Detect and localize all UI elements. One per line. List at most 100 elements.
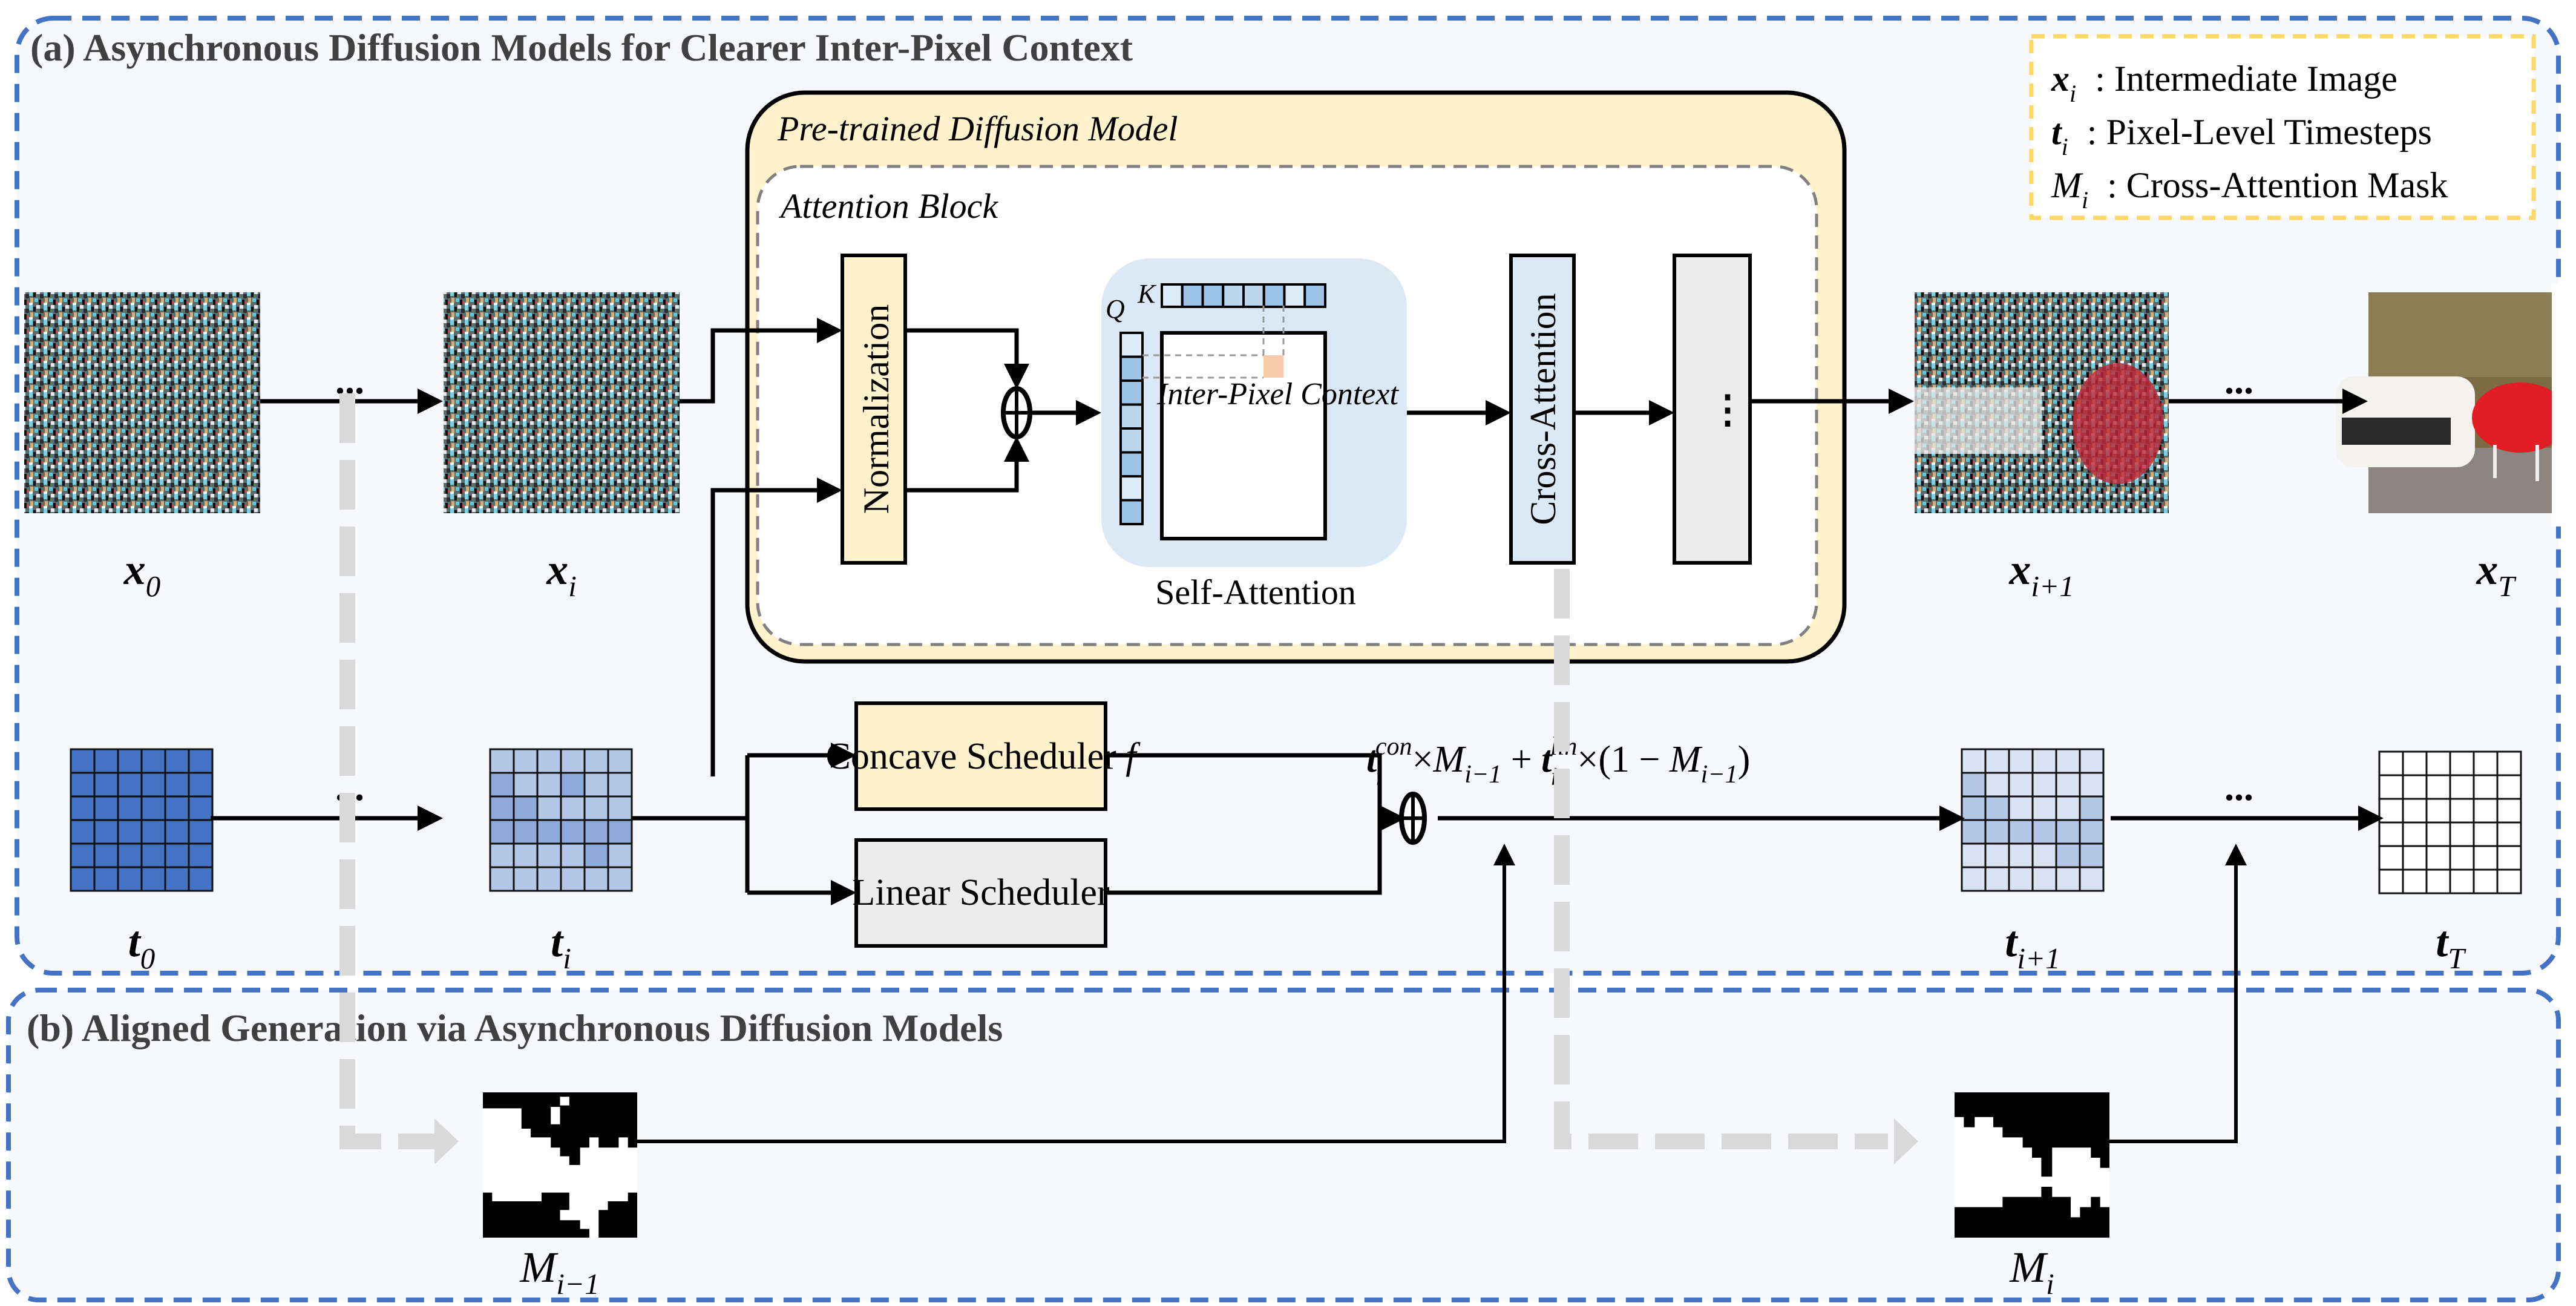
timestep-grid-ti — [489, 748, 633, 892]
timestep-cell — [2425, 750, 2451, 776]
image-label-xi: xi — [546, 545, 577, 603]
timestep-cell — [117, 748, 143, 774]
timestep-cell — [2378, 868, 2404, 894]
timestep-cell — [1961, 819, 1987, 845]
timestep-cell — [2378, 798, 2404, 824]
timestep-cell — [536, 842, 562, 868]
self-attention-label: Self-Attention — [1155, 573, 1356, 612]
timestep-cell — [188, 795, 214, 821]
timestep-cell — [2402, 868, 2428, 894]
inter-pixel-highlight — [1263, 355, 1283, 378]
timestep-cell — [2449, 868, 2475, 894]
timestep-cell — [2079, 748, 2105, 774]
query-cell — [1119, 451, 1144, 477]
timestep-cell — [2079, 866, 2105, 892]
ellipsis-x2: ... — [2224, 359, 2253, 402]
timestep-cell — [2031, 748, 2057, 774]
timestep-cell — [93, 748, 119, 774]
query-cell — [1119, 475, 1144, 502]
timestep-cell — [117, 819, 143, 845]
mask-label-Mim1: Mi−1 — [519, 1243, 599, 1301]
k-label: K — [1137, 279, 1157, 309]
mask-current — [1955, 1092, 2109, 1238]
more-layers-icon: ⋮ — [1708, 388, 1747, 431]
query-cell — [1119, 403, 1144, 430]
timestep-cell — [2449, 774, 2475, 800]
timestep-cell — [2473, 868, 2499, 894]
image-xi — [444, 292, 680, 513]
timestep-cell — [2079, 842, 2105, 868]
timestep-cell — [140, 795, 166, 821]
timestep-cell — [1984, 842, 2010, 868]
timestep-cell — [2449, 750, 2475, 776]
blend-formula: ticon×Mi−1 + tilin×(1 − Mi−1) — [1366, 733, 1750, 791]
timestep-cell — [140, 842, 166, 868]
normalization-label: Normalization — [856, 304, 896, 514]
timestep-cell — [1984, 748, 2010, 774]
mask-flow-arrows — [637, 844, 2247, 1143]
timestep-cell — [513, 819, 539, 845]
timestep-cell — [2378, 774, 2404, 800]
timestep-cell — [583, 772, 609, 798]
timestep-cell — [93, 819, 119, 845]
key-vector — [1161, 283, 1326, 308]
timestep-cell — [2473, 750, 2499, 776]
attention-block-title: Attention Block — [778, 186, 998, 226]
query-cell — [1119, 427, 1144, 454]
timestep-cell — [164, 842, 190, 868]
mask-guide-arrows — [339, 393, 1888, 1149]
timestep-cell — [489, 772, 515, 798]
timestep-cell — [70, 842, 96, 868]
timestep-cell — [2008, 866, 2034, 892]
key-cell — [1222, 283, 1245, 308]
timestep-cell — [140, 748, 166, 774]
timestep-cell — [93, 795, 119, 821]
timestep-cell — [2496, 845, 2522, 871]
timestep-cell — [2008, 748, 2034, 774]
timestep-cell — [536, 772, 562, 798]
cross-attention-label: Cross-Attention — [1523, 293, 1563, 525]
mask-prev — [483, 1092, 637, 1238]
ellipsis-t2: ... — [2224, 766, 2253, 809]
timestep-cell — [164, 748, 190, 774]
legend-item: Mi : Cross-Attention Mask — [2051, 165, 2448, 214]
timestep-cell — [2449, 821, 2475, 847]
timestep-cell — [188, 866, 214, 892]
timestep-cell — [489, 866, 515, 892]
image-flow-arrows — [260, 318, 2368, 776]
attention-map — [1160, 331, 1327, 540]
timestep-cell — [2055, 748, 2081, 774]
timestep-cell — [117, 795, 143, 821]
timestep-cell — [70, 795, 96, 821]
timestep-cell — [188, 819, 214, 845]
query-cell — [1119, 355, 1144, 382]
timestep-cell — [1984, 819, 2010, 845]
timestep-cell — [607, 819, 633, 845]
timestep-cell — [2425, 845, 2451, 871]
panel-b-title: (b) Aligned Generation via Asynchronous … — [27, 1006, 1003, 1049]
image-label-xi1: xi+1 — [2008, 545, 2074, 603]
panel-b — [6, 988, 2561, 1302]
timestep-cell — [2378, 821, 2404, 847]
add-node-1 — [1001, 386, 1032, 439]
key-cell — [1303, 283, 1326, 308]
key-cell — [1283, 283, 1306, 308]
timestep-cell — [560, 842, 586, 868]
timestep-cell — [2055, 866, 2081, 892]
timestep-cell — [70, 819, 96, 845]
timestep-cell — [1961, 748, 1987, 774]
timestep-cell — [2031, 772, 2057, 798]
timestep-cell — [560, 819, 586, 845]
timestep-cell — [2031, 819, 2057, 845]
query-cell — [1119, 379, 1144, 406]
timestep-grid-t0 — [70, 748, 214, 892]
timestep-cell — [513, 748, 539, 774]
legend-item: ti : Pixel-Level Timesteps — [2051, 112, 2432, 160]
timestep-cell — [2496, 798, 2522, 824]
cross-attention-block — [1509, 254, 1576, 565]
timestep-cell — [2378, 750, 2404, 776]
scheduler-arrows — [632, 743, 2384, 905]
timestep-cell — [2473, 821, 2499, 847]
timestep-cell — [1961, 866, 1987, 892]
linear-scheduler-label: Linear Scheduler — [852, 872, 1110, 913]
